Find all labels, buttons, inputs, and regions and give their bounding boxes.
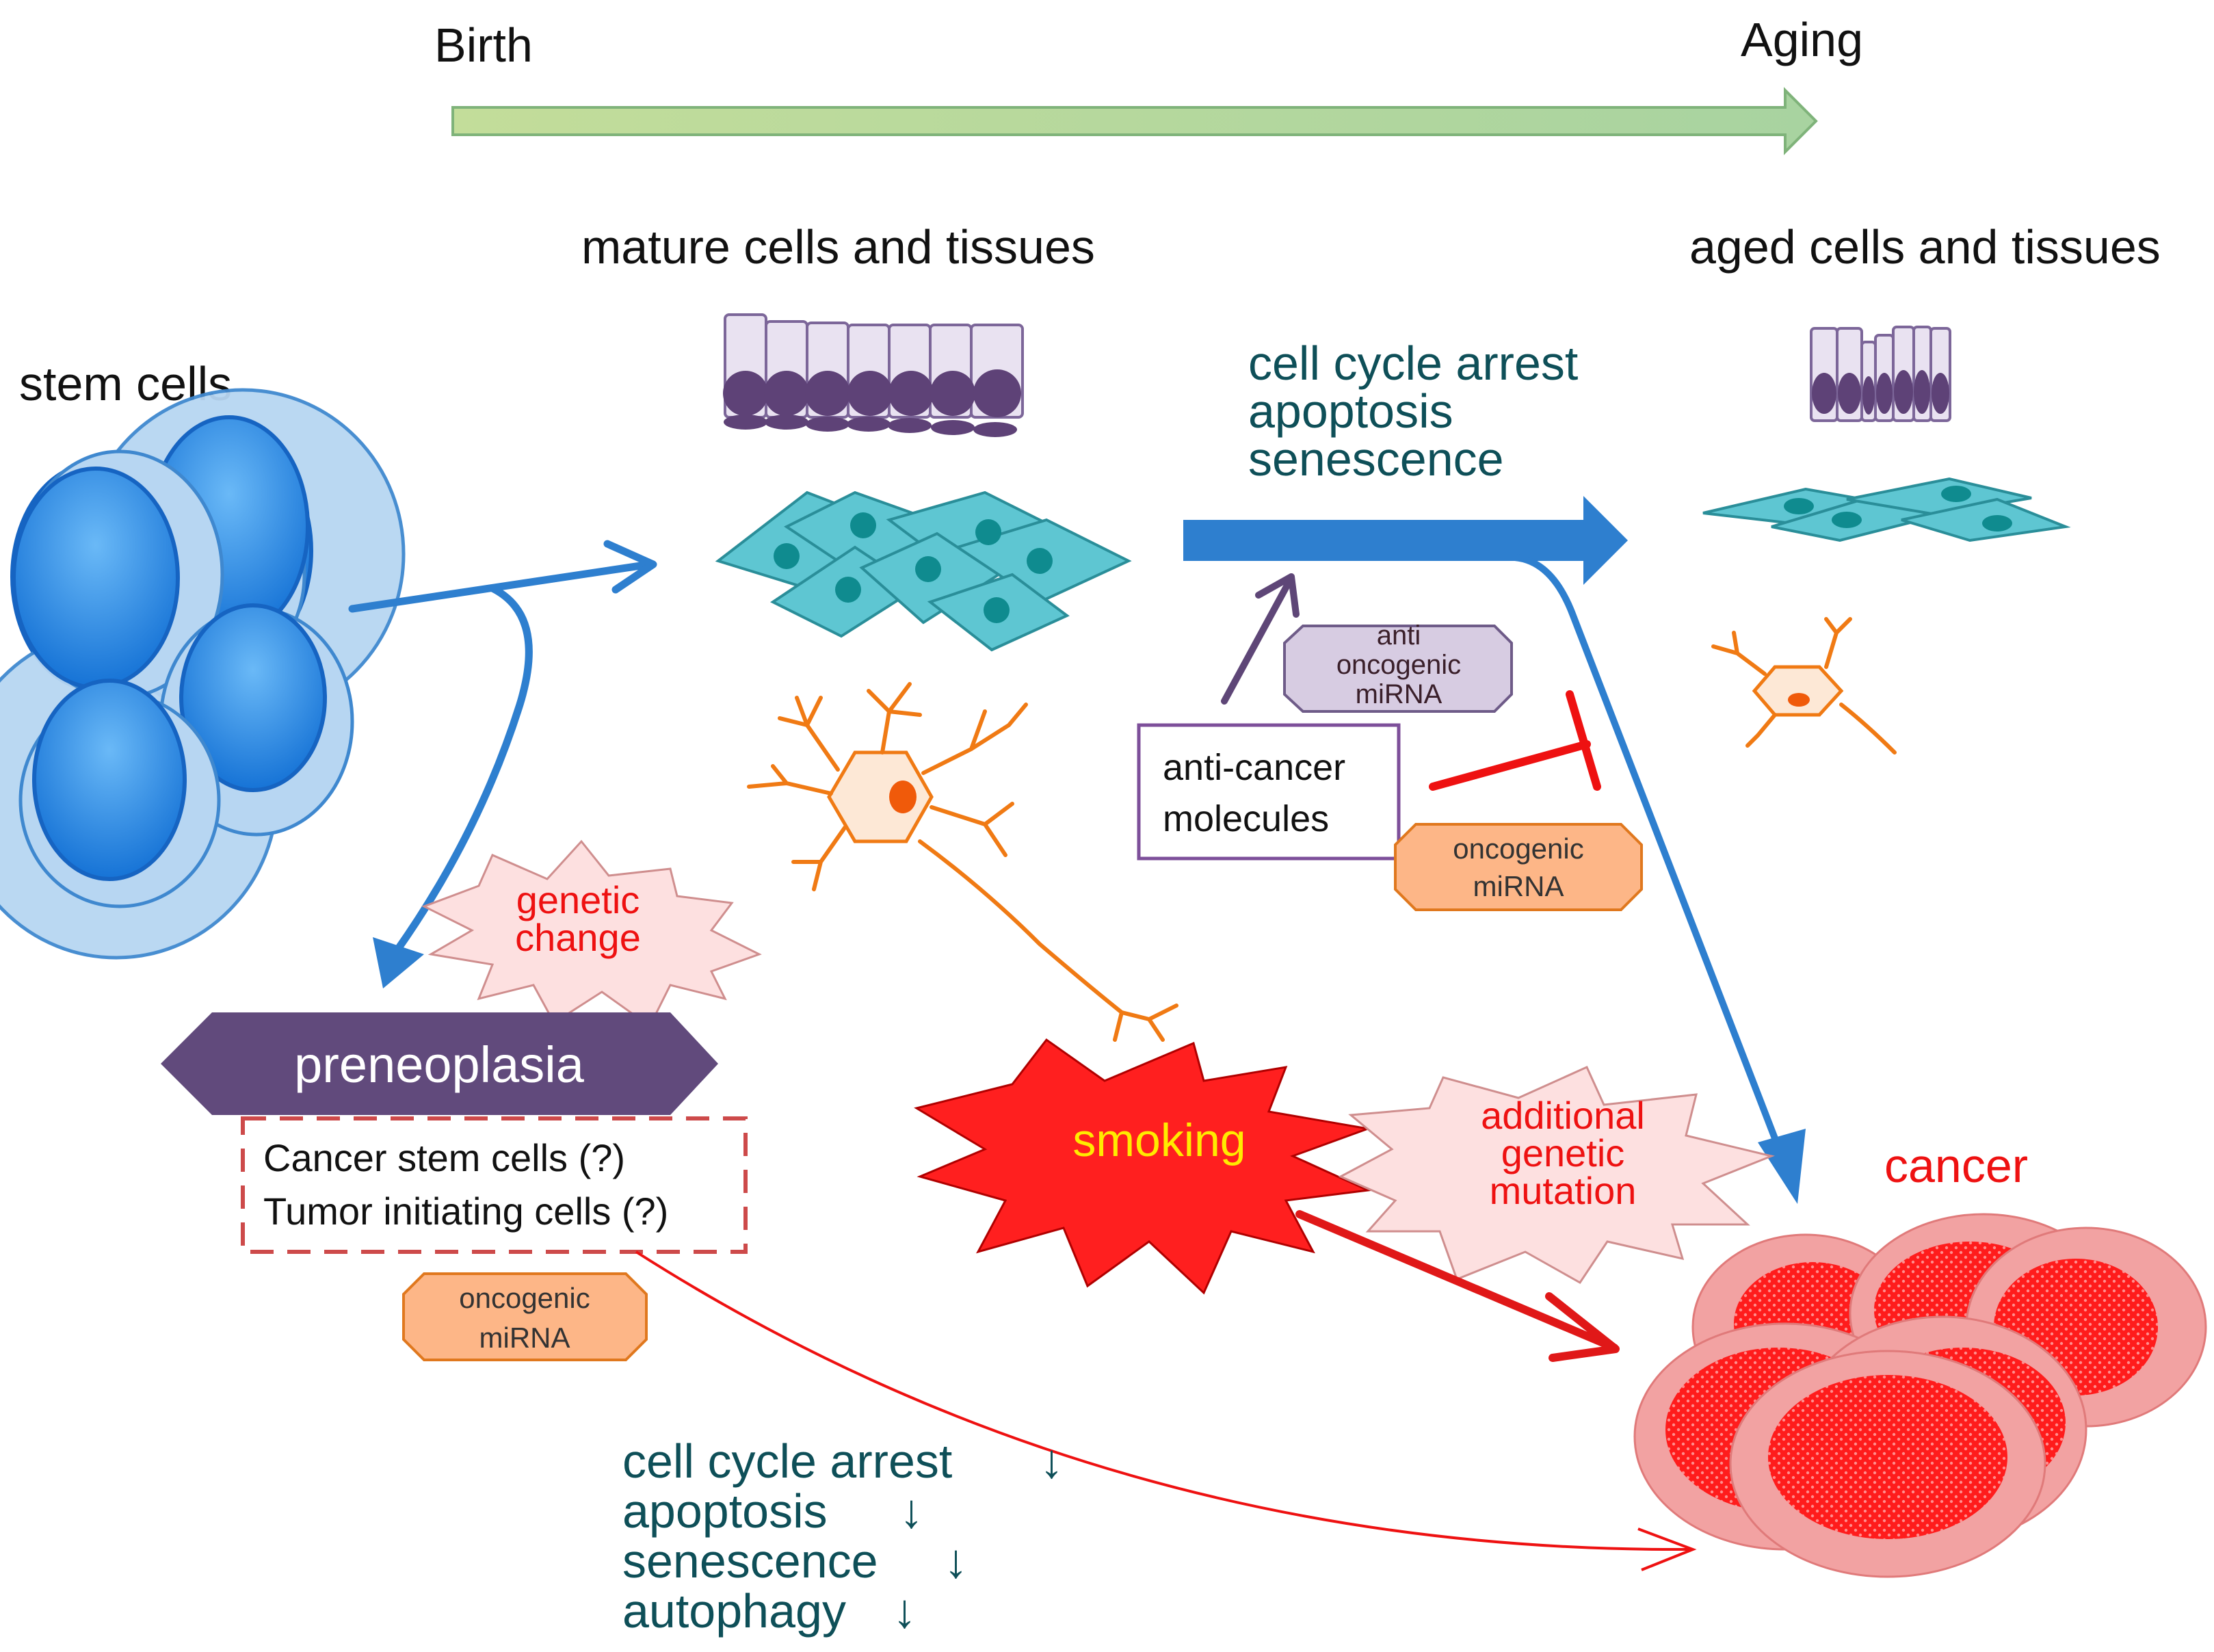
oncogenic-mirna-tag-left: oncogenic miRNA [402,1272,648,1361]
oncogenic-mirna-line: oncogenic [1453,832,1583,865]
aged-cells-title: aged cells and tissues [1689,220,2161,274]
down-arrow-icon: ↓ [944,1534,968,1588]
timeline-end-label: Aging [1741,13,1863,66]
suppressed-outcome-item: autophagy [622,1584,846,1638]
normal-aging-arrow [1183,496,1628,585]
genetic-change-burst: genetic change [421,839,762,1028]
mature-neuron [747,682,1178,1042]
additional-mutation-line: genetic [1501,1131,1625,1175]
anti-cancer-molecules-line: molecules [1163,798,1329,839]
normal-outcome-item: cell cycle arrest [1248,337,1578,390]
cancer-stem-cells-line: Tumor initiating cells (?) [263,1190,668,1233]
suppressed-outcome-item: cell cycle arrest [622,1434,952,1488]
carcinogenesis-arrow [1295,1210,1620,1362]
anti-cancer-molecules-box: anti-cancer molecules [1137,723,1401,861]
genetic-change-line: genetic [516,878,640,921]
oncogenic-mirna-line: oncogenic [459,1282,590,1314]
aged-to-cancer-arrow [1512,554,1806,1204]
suppressed-outcome-item: senescence [622,1534,878,1588]
normal-outcome-item: apoptosis [1248,384,1453,438]
aged-epithelium [1810,326,1951,422]
suppressed-outcomes: cell cycle arrest ↓ apoptosis ↓ senescen… [622,1434,1064,1638]
anti-oncogenic-mirna-line: oncogenic [1336,650,1461,680]
oncogenic-mirna-line: miRNA [479,1322,570,1354]
genetic-change-line: change [515,916,641,959]
normal-outcomes: cell cycle arrest apoptosis senescence [1248,337,1578,486]
timeline: Birth Aging [434,13,1863,155]
aged-neuron [1711,617,1897,755]
additional-mutation-line: additional [1481,1094,1645,1137]
mature-epithelium [723,313,1024,437]
normal-outcome-item: senescence [1248,432,1504,486]
anti-cancer-molecules-line: anti-cancer [1163,747,1345,788]
timeline-arrow [451,87,1818,155]
down-arrow-icon: ↓ [899,1484,923,1538]
preneoplasia-label: preneoplasia [294,1036,585,1093]
transformation-arrow [373,584,533,988]
suppressed-outcome-item: apoptosis [622,1484,828,1538]
smoking-burst: smoking [914,1038,1372,1295]
differentiation-arrow [348,540,657,613]
timeline-start-label: Birth [434,18,533,72]
down-arrow-icon: ↓ [1040,1434,1064,1488]
additional-mutation-burst: additional genetic mutation [1338,1066,1775,1284]
anti-oncogenic-mirna-tag: anti oncogenic miRNA [1283,620,1513,713]
activation-arrow [1221,573,1300,705]
mature-fibroblasts [715,490,1132,652]
anti-oncogenic-mirna-line: anti [1377,620,1421,651]
cancer-label: cancer [1884,1139,2028,1192]
smoking-label: smoking [1072,1114,1246,1166]
oncogenic-mirna-line: miRNA [1473,870,1564,902]
down-arrow-icon: ↓ [893,1584,917,1638]
additional-mutation-line: mutation [1490,1169,1637,1212]
anti-oncogenic-mirna-line: miRNA [1356,679,1442,709]
cancer-stem-cells-line: Cancer stem cells (?) [263,1136,625,1179]
oncogenic-mirna-tag-right: oncogenic miRNA [1394,823,1643,911]
preneoplasia-banner: preneoplasia [161,1012,718,1115]
cancer-cells-cluster [1633,1213,2207,1578]
escape-arrow [635,1250,1697,1571]
aged-fibroblasts [1702,477,2071,542]
inhibition-symbol [1429,690,1601,791]
cancer-stem-cells-box: Cancer stem cells (?) Tumor initiating c… [241,1116,748,1254]
stem-cells-cluster [0,388,406,960]
mature-cells-title: mature cells and tissues [581,220,1095,274]
